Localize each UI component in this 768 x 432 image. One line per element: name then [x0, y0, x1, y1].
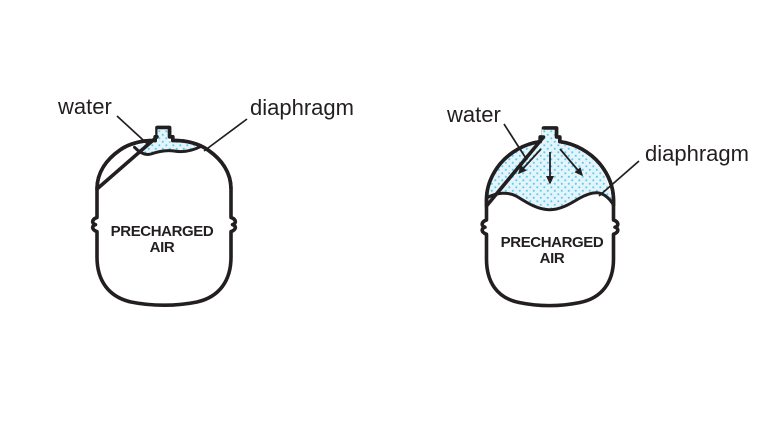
water-flow-arrows [517, 148, 583, 185]
precharged-air-label-line2: AIR [540, 250, 565, 267]
tank-outline-overstroke [484, 126, 616, 208]
diaphragm-label: diaphragm [250, 95, 354, 120]
diaphragm-line [133, 145, 202, 156]
left-tank-figure: water diaphragm PRECHARGED AIR [57, 94, 354, 307]
water-leader-line [503, 123, 528, 161]
tank-outline-overstroke [95, 125, 233, 191]
diaphragm-label: diaphragm [645, 141, 749, 166]
water-fill [135, 129, 201, 155]
flow-arrow-left [517, 148, 542, 175]
diaphragm-leader-line [598, 160, 640, 197]
water-label: water [446, 102, 501, 127]
precharged-air-label-line1: PRECHARGED [111, 223, 214, 240]
flow-arrow-right [559, 148, 583, 177]
right-tank-figure: water diaphragm PRECHARGED AIR [446, 102, 749, 308]
precharged-air-label-line1: PRECHARGED [501, 234, 604, 251]
diaphragm-leader-line [203, 118, 248, 152]
precharged-air-label-line2: AIR [150, 239, 175, 256]
water-leader-line [116, 115, 149, 146]
water-label: water [57, 94, 112, 119]
